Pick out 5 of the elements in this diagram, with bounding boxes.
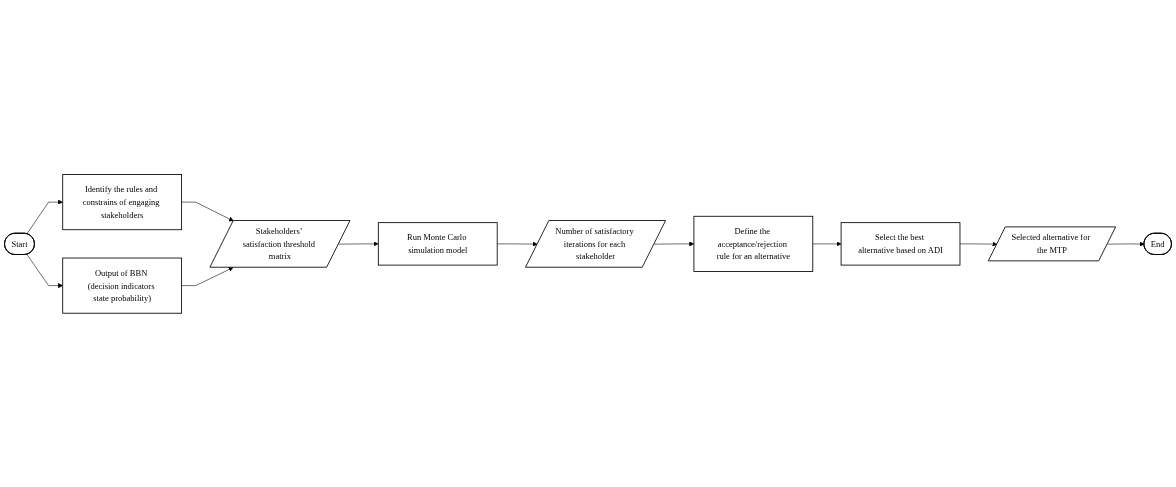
node-box: Run Monte Carlo simulation model: [377, 221, 498, 266]
node-box: Identify the rules and constrains of engaging stakeholders: [62, 173, 182, 230]
node-box: Output of BBN (decision indicators state probability): [62, 257, 182, 314]
node-box: Define the acceptance/rejection rule for an alternative: [693, 215, 814, 272]
node-box: Select the best alternative based on ADI: [840, 221, 961, 266]
